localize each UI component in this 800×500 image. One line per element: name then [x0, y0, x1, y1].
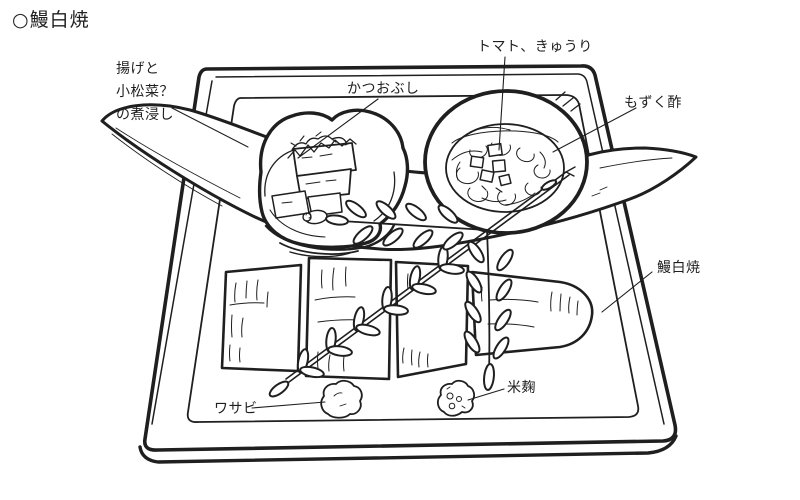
leader-lines [171, 56, 653, 409]
sprig-leaves [268, 179, 558, 398]
leader-tomato-kyuri [498, 56, 506, 151]
leader-mozuku [552, 107, 637, 153]
sansho-sprig [268, 166, 576, 398]
nibitashi-dish [257, 108, 410, 258]
label-unagi-shirayaki: 鰻白焼 [657, 260, 701, 276]
leader-unagi [601, 271, 653, 313]
page-title: ○鰻白焼 [12, 9, 90, 31]
leader-koji [467, 388, 505, 401]
label-katsuobushi: かつおぶし [347, 81, 420, 97]
leader-wasabi [251, 401, 326, 409]
mozuku-bowl [423, 89, 589, 235]
label-wasabi: ワサビ [214, 401, 258, 417]
label-nibitashi: 揚げと 小松菜？ の煮浸し [116, 61, 174, 123]
tomato-cucumber-cubes [469, 142, 512, 187]
mozuku-strands [451, 126, 551, 206]
koji-dab [437, 379, 475, 417]
label-kome-koji: 米麹 [507, 380, 536, 396]
accent-marks [555, 91, 581, 112]
label-mozuku-su: もずく酢 [624, 95, 682, 111]
leader-nibitashi [171, 107, 249, 148]
wasabi-dab [320, 379, 363, 419]
leader-katsuobushi [297, 98, 379, 159]
eel-grill-texture [229, 266, 579, 372]
label-tomato-kyuri: トマト、きゅうり [477, 39, 593, 55]
